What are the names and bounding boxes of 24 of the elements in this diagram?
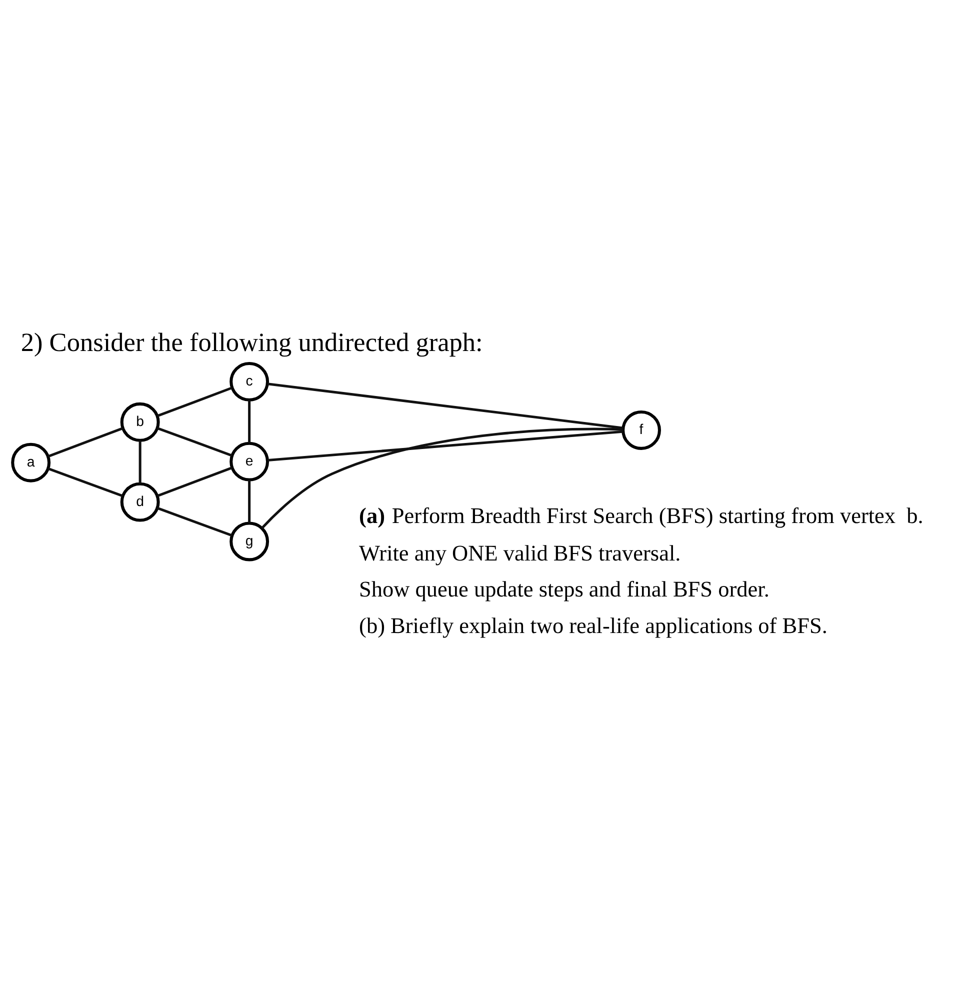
connector (267, 430, 623, 461)
connector (48, 466, 124, 497)
connector (248, 479, 251, 523)
label: (a) Perform Breadth First Search (BFS) starting from vertex b. (359, 502, 924, 528)
node-circle: c (230, 361, 270, 401)
node-circle: e (230, 441, 270, 481)
connector (156, 506, 232, 536)
connector (248, 399, 251, 443)
connector (156, 386, 232, 417)
label: Write any ONE valid BFS traversal. (359, 540, 681, 565)
label: (b) Briefly explain two real-life applications of BFS. (359, 612, 828, 638)
node-circle: g (230, 521, 270, 561)
connector (48, 426, 124, 458)
node-circle: a (11, 442, 51, 482)
connector (156, 466, 232, 497)
label: Show queue update steps and final BFS order. (359, 576, 770, 602)
connector (156, 426, 232, 456)
node-circle: b (120, 402, 160, 442)
diagram-title: 2) Consider the following undirected graph: (20, 328, 483, 357)
node-circle: f (622, 410, 661, 450)
connector (260, 427, 624, 529)
connector (138, 440, 142, 484)
node-circle: d (120, 482, 160, 522)
connector (267, 382, 623, 429)
